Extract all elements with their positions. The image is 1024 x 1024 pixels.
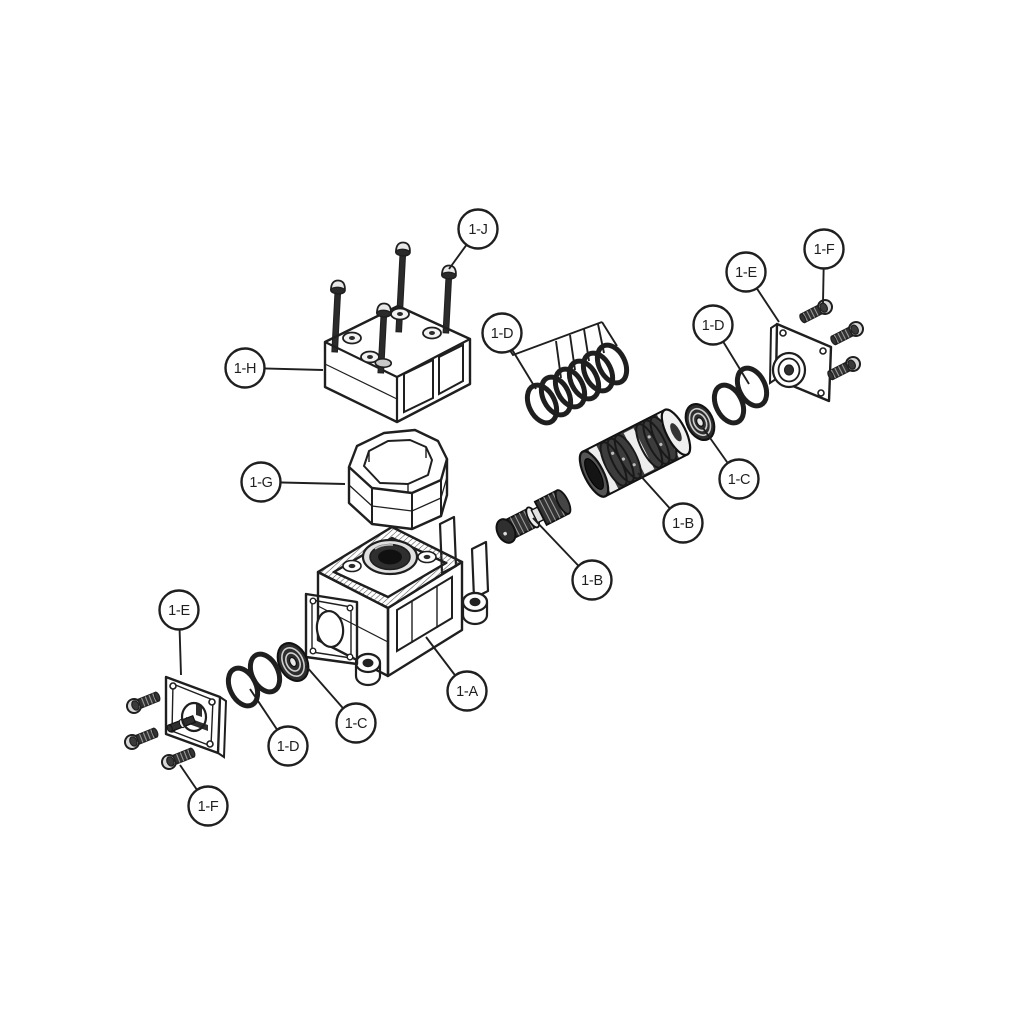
cap-screw [121,724,161,753]
body-port-flange [304,592,359,666]
orings-right [709,363,773,427]
callout-1j-bolt: 1-J [457,208,499,250]
callout-label: 1-C [728,472,750,488]
orings-left [223,649,286,710]
callout-label: 1-F [198,799,219,815]
callout-label: 1-G [249,475,272,491]
callout-label: 1-B [672,516,694,532]
cap-screws-right [796,296,867,384]
valve-body [304,515,490,687]
callout-label: 1-D [277,739,299,755]
spool [578,408,692,498]
end-plug [495,489,572,544]
spacer-collar [347,428,449,531]
callout-1g-collar: 1-G [240,461,282,503]
cover-boss [342,307,442,364]
cover-bolt-inserted [374,302,393,374]
mounting-foot [354,652,382,687]
callout-label: 1-E [168,603,190,619]
cap-screws-left [121,688,198,773]
callout-1e-endcap-left: 1-E [158,589,200,631]
top-cover [323,302,472,424]
callout-1c-ring-right: 1-C [718,458,760,500]
callout-1e-endcap-right: 1-E [725,251,767,293]
callout-1b-plug: 1-B [571,559,613,601]
callout-1a-body: 1-A [446,670,488,712]
cap-screw [123,688,163,717]
callout-1d-oring-set: 1-D [481,312,523,354]
callout-1c-ring-left: 1-C [335,702,377,744]
o-ring [732,363,773,410]
o-ring [223,663,264,710]
callout-label: 1-A [456,684,478,700]
end-cap-right [768,322,833,403]
callout-label: 1-C [345,716,367,732]
callout-1f-screws-right: 1-F [803,228,845,270]
oring-set [522,340,633,427]
callout-1d-orings-left: 1-D [267,725,309,767]
cap-screw [827,318,867,349]
callouts: 1-J 1-H 1-G 1-D 1-D 1-E 1-F 1-C [158,208,845,827]
callout-1d-orings-right: 1-D [692,304,734,346]
callout-1f-screws-left: 1-F [187,785,229,827]
callout-label: 1-F [814,242,835,258]
cover-bolt [329,279,346,353]
callout-1b-spool: 1-B [662,502,704,544]
o-ring [709,380,750,427]
callout-label: 1-B [581,573,603,589]
mounting-foot [461,591,489,626]
callout-label: 1-E [735,265,757,281]
cover-bolts [329,241,457,353]
cap-pin [166,714,197,733]
callout-label: 1-J [468,222,487,238]
callout-label: 1-D [702,318,724,334]
callout-label: 1-D [491,326,513,342]
cover-bolt [440,264,457,334]
end-cap-left [164,675,228,759]
cap-screw [796,296,836,327]
callout-label: 1-H [234,361,256,377]
callout-1h-top-cover: 1-H [224,347,266,389]
cap-screw [158,744,198,773]
grooved-ring-left [276,642,310,682]
